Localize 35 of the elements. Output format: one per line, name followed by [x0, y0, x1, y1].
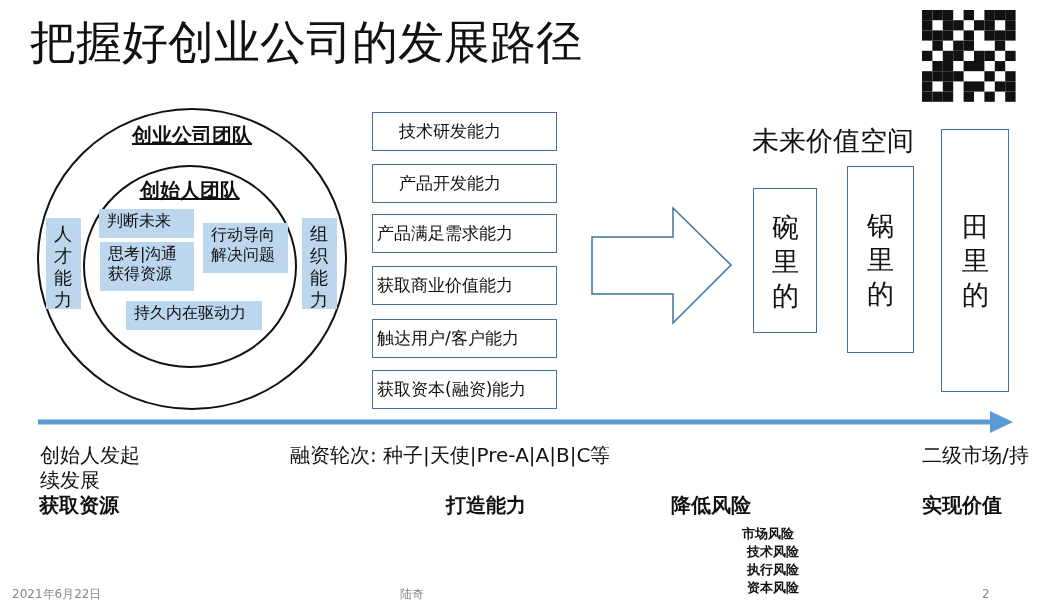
- team-circle: [37, 108, 347, 410]
- risk-label: 市场风险: [742, 526, 794, 542]
- value-box: 碗里的: [753, 188, 817, 333]
- timeline-label: 二级市场/持: [922, 443, 1029, 468]
- team-circle: [82, 164, 297, 368]
- timeline-label: 创始人发起续发展: [40, 443, 141, 493]
- risk-label: 执行风险: [747, 562, 799, 578]
- stage-label: 获取资源: [39, 493, 119, 518]
- circle-heading: 创始人团队: [138, 176, 241, 203]
- capability-box: 获取资本(融资)能力: [372, 370, 557, 409]
- value-box: 田里的: [941, 129, 1009, 392]
- timeline-label: 融资轮次: 种子|天使|Pre-A|A|B|C等: [290, 443, 611, 468]
- skill-box: 思考|沟通获得资源: [100, 242, 194, 291]
- risk-label: 资本风险: [747, 580, 799, 596]
- stage-label: 实现价值: [922, 493, 1002, 518]
- stage-label: 降低风险: [671, 493, 751, 518]
- capability-box: 技术研发能力: [372, 112, 557, 151]
- capability-box: 产品开发能力: [372, 164, 557, 203]
- author-footer: 陆奇: [400, 587, 424, 602]
- capability-box: 获取商业价值能力: [372, 266, 557, 305]
- skill-box: 判断未来: [99, 209, 194, 238]
- heading: 未来价值空间: [752, 124, 914, 158]
- risk-label: 技术风险: [747, 544, 799, 560]
- skill-box: 组织能力: [301, 217, 337, 309]
- capability-box: 触达用户/客户能力: [372, 319, 557, 358]
- date-footer: 2021年6月22日: [12, 587, 102, 602]
- value-box: 锅里的: [847, 166, 914, 353]
- page-number: 2: [982, 587, 990, 602]
- skill-box: 持久内在驱动力: [126, 301, 262, 330]
- stage-label: 打造能力: [446, 493, 526, 518]
- skill-box: 人才能力: [45, 217, 81, 309]
- skill-box: 行动导向解决问题: [203, 223, 288, 273]
- page-title: 把握好创业公司的发展路径: [30, 14, 582, 70]
- capability-box: 产品满足需求能力: [372, 214, 557, 253]
- circle-heading: 创业公司团队: [130, 122, 253, 148]
